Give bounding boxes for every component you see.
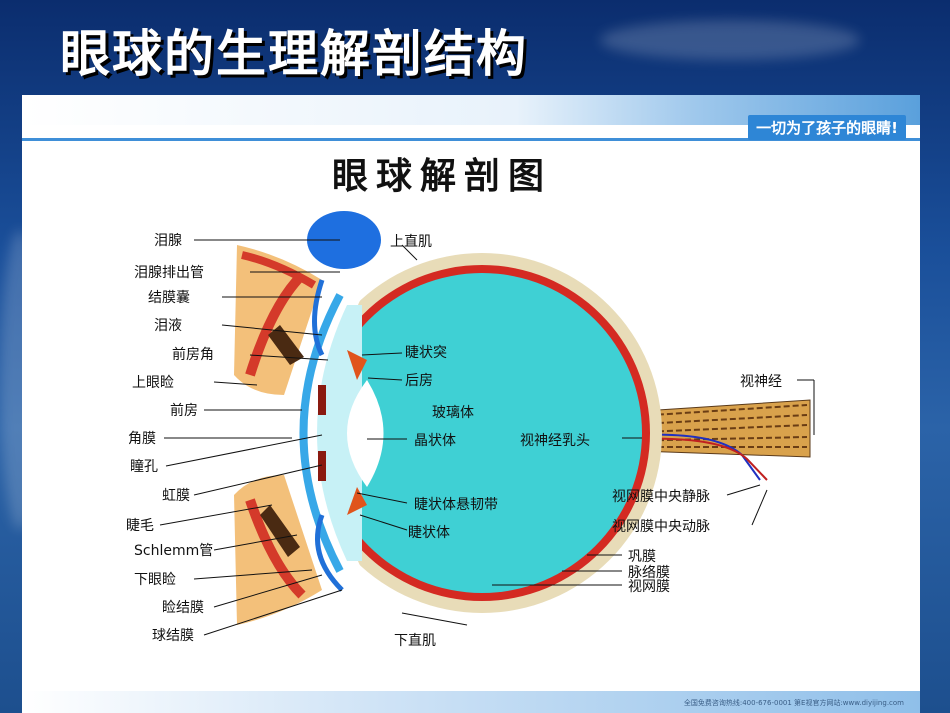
- label-palpebral-conjunctiva: 睑结膜: [162, 600, 204, 616]
- label-optic-nerve: 视神经: [740, 374, 782, 390]
- label-central-artery: 视网膜中央动脉: [612, 519, 710, 535]
- label-lens: 晶状体: [414, 433, 456, 449]
- diagram-panel: 一切为了孩子的眼睛! 眼球解剖图: [22, 95, 920, 713]
- label-upper-eyelid: 上眼睑: [132, 375, 174, 391]
- upper-eyelid-shape: [234, 245, 325, 395]
- label-lower-eyelid: 下眼睑: [134, 572, 176, 588]
- label-anterior-chamber-angle: 前房角: [172, 346, 214, 363]
- lens-shape: [347, 380, 384, 487]
- panel-footer-bar: [22, 691, 920, 713]
- label-inferior-rectus: 下直肌: [394, 632, 436, 649]
- eyeball: [299, 253, 662, 613]
- ciliary-upper: [347, 350, 367, 380]
- leader-lines: [159, 239, 815, 636]
- label-conjunctival-sac: 结膜囊: [148, 289, 190, 306]
- label-central-vein: 视网膜中央静脉: [612, 489, 710, 505]
- label-superior-rectus: 上直肌: [390, 233, 432, 250]
- iris-upper: [318, 385, 326, 415]
- label-vitreous: 玻璃体: [432, 404, 474, 421]
- lacrimal-gland-shape: [307, 211, 381, 269]
- label-eyelash: 睫毛: [126, 518, 154, 534]
- label-choroid: 脉络膜: [628, 565, 670, 581]
- slide-title: 眼球的生理解剖结构: [60, 25, 528, 83]
- label-sclera: 巩膜: [628, 549, 656, 565]
- footer-text: 全国免费咨询热线:400-676-0001 第E视官方网站:www.diyiji…: [683, 699, 904, 707]
- label-ciliary-body: 睫状体: [408, 525, 450, 541]
- label-schlemm: Schlemm管: [134, 543, 213, 559]
- label-pupil: 瞳孔: [130, 458, 158, 475]
- iris-lower: [318, 451, 326, 481]
- label-posterior-chamber: 后房: [405, 373, 433, 389]
- label-lacrimal-duct: 泪腺排出管: [134, 265, 204, 281]
- label-lacrimal-gland: 泪腺: [154, 233, 182, 249]
- diagram-title: 眼球解剖图: [332, 156, 553, 197]
- lower-eyelid-shape: [234, 475, 344, 625]
- label-zonule: 睫状体悬韧带: [414, 497, 498, 513]
- label-optic-disc: 视神经乳头: [520, 433, 590, 449]
- label-tears: 泪液: [154, 318, 182, 334]
- anterior-chamber-shape: [317, 305, 362, 561]
- label-bulbar-conjunctiva: 球结膜: [152, 628, 194, 644]
- background-cloud: [600, 20, 860, 60]
- label-cornea: 角膜: [128, 431, 156, 447]
- label-retina: 视网膜: [628, 579, 670, 595]
- ciliary-lower: [347, 487, 367, 515]
- label-ciliary-process: 睫状突: [405, 345, 447, 361]
- label-iris: 虹膜: [162, 488, 190, 504]
- cornea-shape: [299, 293, 344, 573]
- label-anterior-chamber: 前房: [170, 402, 198, 419]
- panel-header-line: [22, 138, 920, 141]
- eye-diagram: 泪腺 泪腺排出管 结膜囊 泪液 前房角 上眼睑 前房 角膜 瞳孔 虹膜 睫毛 S…: [126, 211, 815, 649]
- slogan: 一切为了孩子的眼睛!: [748, 115, 906, 140]
